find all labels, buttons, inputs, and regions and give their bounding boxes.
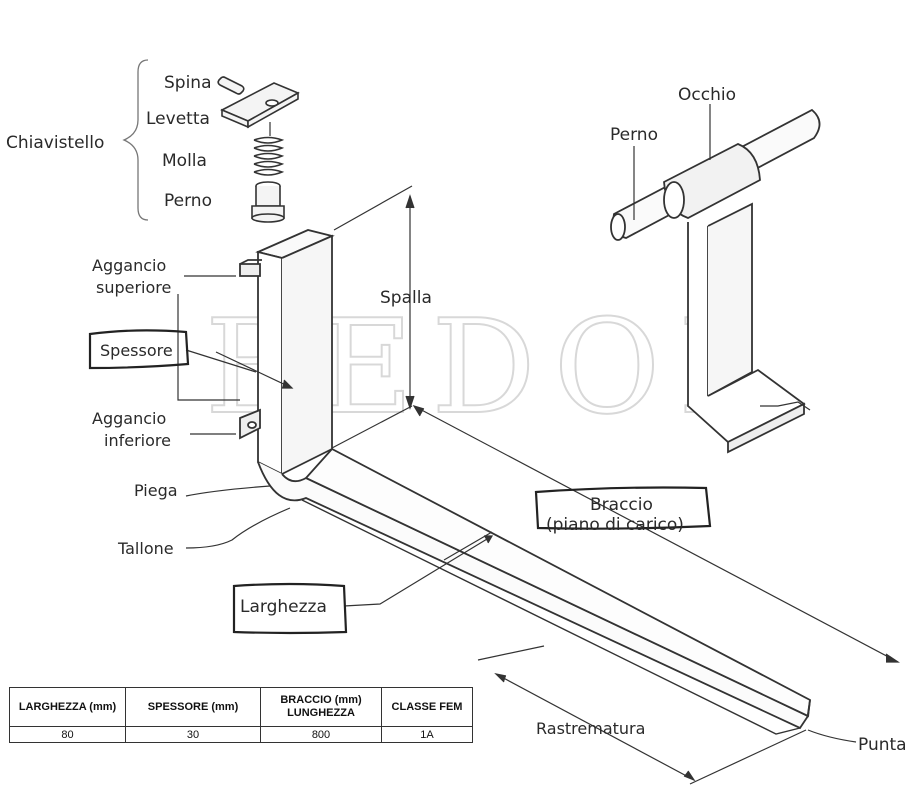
cell-larghezza: 80 — [9, 726, 126, 743]
dimension-lines — [177, 104, 900, 785]
label-perno-shaft: Perno — [610, 125, 658, 145]
shaft-mount-detail — [610, 108, 821, 454]
label-boxes — [88, 329, 712, 635]
header-spessore: SPESSORE (mm) — [125, 687, 261, 727]
header-braccio-line2: LUNGHEZZA — [287, 707, 355, 719]
chiavistello-brace — [122, 59, 149, 221]
spec-table-row: 80 30 800 1A — [9, 726, 473, 743]
header-braccio: BRACCIO (mm) LUNGHEZZA — [260, 687, 382, 727]
fork-body — [239, 229, 811, 735]
label-tallone: Tallone — [117, 539, 174, 558]
label-aggancio-superiore-2: superiore — [96, 278, 171, 297]
label-occhio: Occhio — [678, 85, 736, 105]
label-braccio-1: Braccio — [590, 495, 653, 515]
header-braccio-line1: BRACCIO (mm) — [280, 694, 362, 706]
label-spessore: Spessore — [100, 341, 173, 360]
perno-part — [251, 181, 285, 223]
molla-part — [253, 136, 285, 176]
label-punta: Punta — [858, 735, 907, 755]
label-rastrematura: Rastrematura — [536, 719, 645, 738]
latch-parts — [217, 76, 300, 223]
labels: Chiavistello Spina Levetta Molla Perno A… — [6, 73, 907, 755]
label-levetta: Levetta — [146, 109, 210, 129]
header-classe: CLASSE FEM — [381, 687, 473, 727]
label-chiavistello: Chiavistello — [6, 133, 104, 153]
label-piega: Piega — [134, 481, 178, 500]
label-spina: Spina — [164, 73, 212, 93]
label-aggancio-superiore-1: Aggancio — [92, 256, 166, 275]
label-perno-latch: Perno — [164, 191, 212, 211]
spec-table-header-row: LARGHEZZA (mm) SPESSORE (mm) BRACCIO (mm… — [9, 687, 473, 727]
label-aggancio-inferiore-1: Aggancio — [92, 409, 166, 428]
spina-part — [217, 76, 245, 95]
cell-braccio: 800 — [260, 726, 382, 743]
label-molla: Molla — [162, 151, 207, 171]
label-spalla: Spalla — [380, 288, 432, 308]
spec-table: LARGHEZZA (mm) SPESSORE (mm) BRACCIO (mm… — [9, 687, 473, 743]
cell-spessore: 30 — [125, 726, 261, 743]
label-aggancio-inferiore-2: inferiore — [104, 431, 171, 450]
label-larghezza: Larghezza — [240, 597, 327, 617]
cell-classe: 1A — [381, 726, 473, 743]
label-braccio-2: (piano di carico) — [546, 515, 684, 535]
header-larghezza: LARGHEZZA (mm) — [9, 687, 126, 727]
